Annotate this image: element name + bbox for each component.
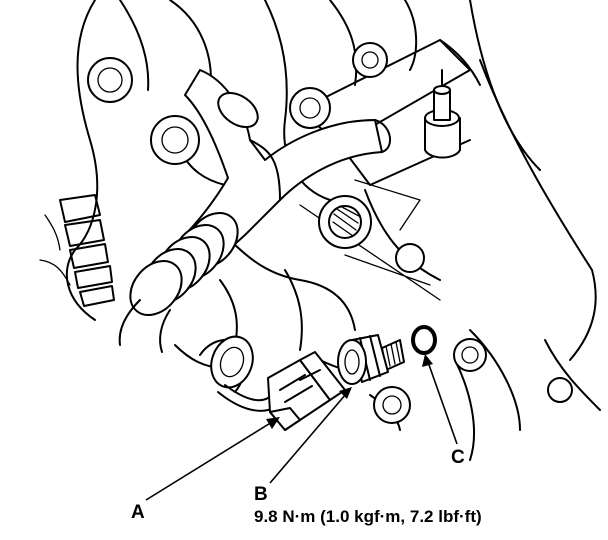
- corrugated-sleeve: [118, 212, 239, 353]
- wire-harness: [199, 335, 279, 412]
- left-harness: [39, 194, 115, 307]
- upper-right-post: [424, 69, 461, 159]
- callout-b-label: B: [254, 484, 268, 505]
- background-bosses: [87, 42, 573, 424]
- connector: [267, 351, 346, 431]
- threaded-port: [318, 195, 372, 249]
- coolant-hose: [179, 69, 391, 263]
- o-ring: [411, 325, 437, 355]
- callout-a-label: A: [131, 502, 145, 523]
- leader-line-a: [145, 417, 280, 501]
- coolant-temperature-sensor: [337, 334, 405, 385]
- leader-line-b: [269, 387, 352, 484]
- torque-specification: 9.8 N·m (1.0 kgf·m, 7.2 lbf·ft): [254, 507, 482, 526]
- callout-c-label: C: [451, 447, 465, 468]
- leader-line-c: [422, 354, 458, 445]
